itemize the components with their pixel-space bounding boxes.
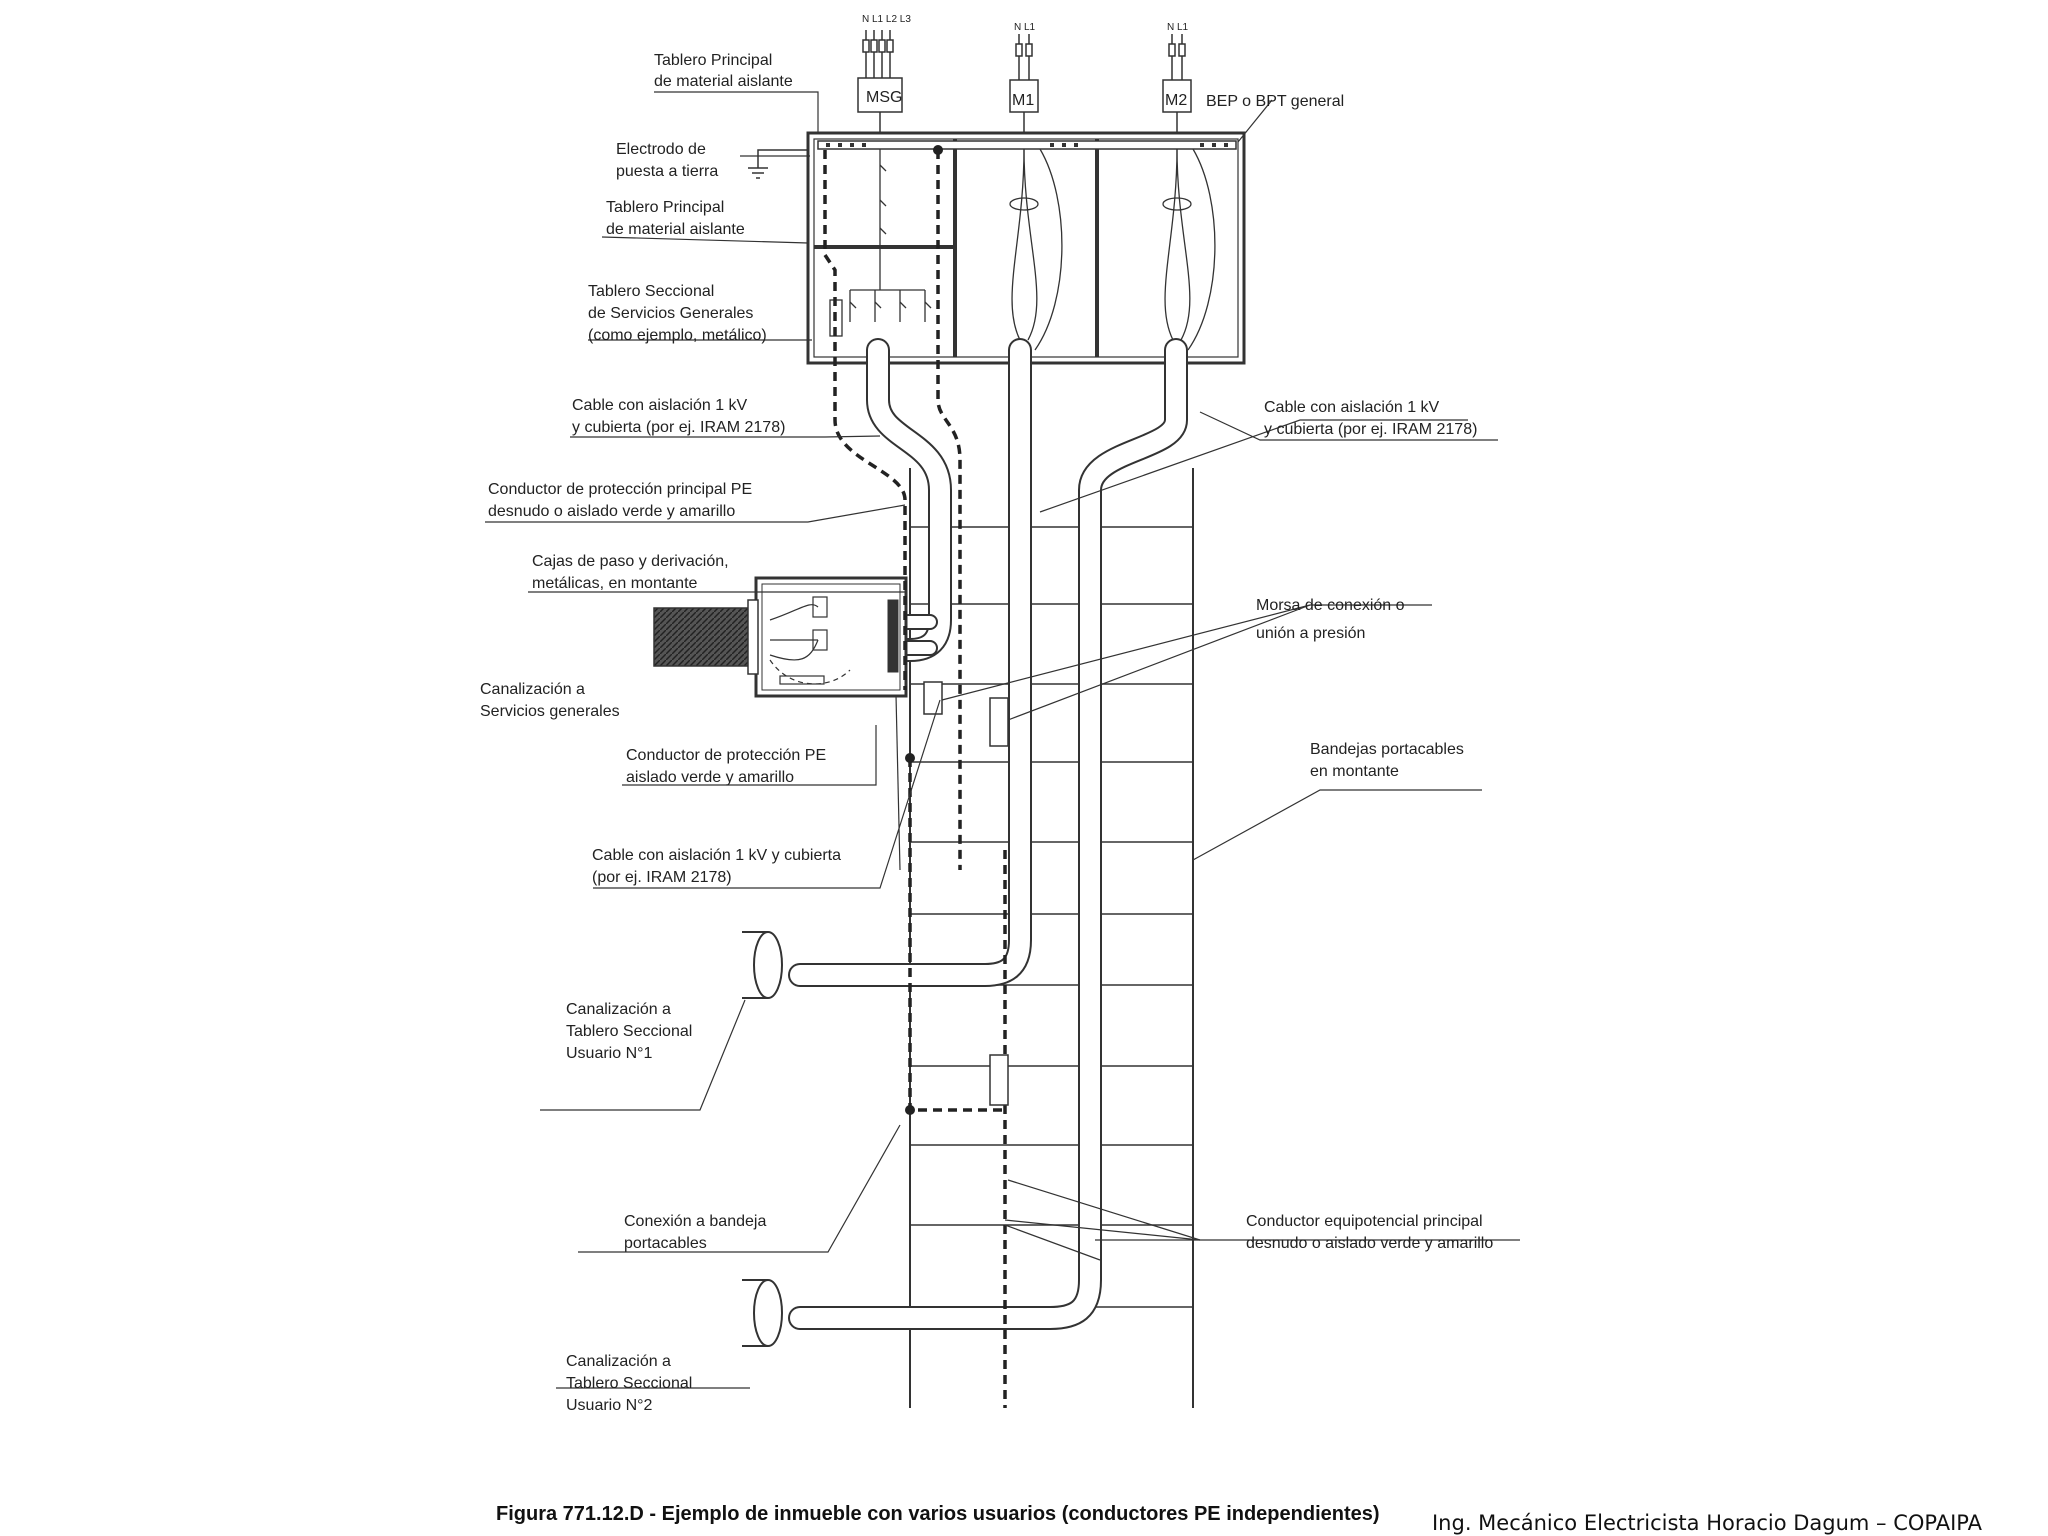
label-line: Canalización a — [566, 1353, 671, 1370]
junction-box — [754, 576, 908, 698]
leader-lines — [485, 91, 1520, 1389]
label-bep: BEP o BPT general — [1206, 93, 1344, 110]
label-line: desnudo o aislado verde y amarillo — [1246, 1235, 1493, 1252]
label-line: unión a presión — [1256, 625, 1365, 642]
label-line: (como ejemplo, metálico) — [588, 327, 767, 344]
label-tablero-principal-top: Tablero Principal de material aislante — [654, 52, 793, 90]
label-line: y cubierta (por ej. IRAM 2178) — [572, 419, 785, 436]
label-line: Tablero Seccional — [566, 1375, 692, 1392]
label-line: Tablero Principal — [606, 199, 724, 216]
user-conduits — [742, 931, 783, 1347]
label-line: desnudo o aislado verde y amarillo — [488, 503, 735, 520]
label-line: Electrodo de — [616, 141, 706, 158]
label-bandejas: Bandejas portacables en montante — [1310, 741, 1464, 780]
label-canalizacion-servicios: Canalización a Servicios generales — [480, 681, 620, 720]
label-line: Conexión a bandeja — [624, 1213, 766, 1230]
morsa-connectors — [923, 681, 1009, 1106]
label-line: Tablero Seccional — [588, 283, 714, 300]
phases-m1-label: N L1 — [1014, 22, 1036, 33]
label-line: portacables — [624, 1235, 707, 1252]
label-line: de material aislante — [606, 221, 745, 238]
panel-internals — [829, 148, 1216, 358]
label-line: de Servicios Generales — [588, 305, 753, 322]
label-line: (por ej. IRAM 2178) — [592, 869, 732, 886]
label-line: Conductor equipotencial principal — [1246, 1213, 1483, 1230]
meter-msg-label: MSG — [866, 89, 902, 106]
figure-caption: Figura 771.12.D - Ejemplo de inmueble co… — [496, 1503, 1380, 1525]
label-line: Conductor de protección principal PE — [488, 481, 752, 498]
main-panel — [806, 131, 1246, 365]
label-canalizacion-u2: Canalización a Tablero Seccional Usuario… — [566, 1353, 692, 1414]
services-conduit — [653, 607, 757, 667]
phases-msg-label: N L1 L2 L3 — [862, 14, 911, 25]
label-line: Tablero Seccional — [566, 1023, 692, 1040]
label-cable-right: Cable con aislación 1 kV y cubierta (por… — [1264, 399, 1477, 438]
footer-credit: Ing. Mecánico Electricista Horacio Dagum… — [1431, 1511, 1982, 1535]
meter-m2-label: M2 — [1165, 92, 1187, 109]
label-morsa: Morsa de conexión o unión a presión — [1256, 597, 1405, 642]
label-cable-left: Cable con aislación 1 kV y cubierta (por… — [572, 397, 785, 436]
label-line: Conductor de protección PE — [626, 747, 826, 764]
label-line: aislado verde y amarillo — [626, 769, 794, 786]
label-line: en montante — [1310, 763, 1399, 780]
label-line: Tablero Principal — [654, 52, 772, 69]
label-conductor-pe: Conductor de protección PE aislado verde… — [626, 747, 826, 786]
label-cable-bottom: Cable con aislación 1 kV y cubierta (por… — [592, 847, 841, 886]
label-conductor-pe-principal: Conductor de protección principal PE des… — [488, 481, 752, 520]
label-conductor-equipotencial: Conductor equipotencial principal desnud… — [1246, 1213, 1493, 1252]
label-line: Canalización a — [566, 1001, 671, 1018]
label-line: y cubierta (por ej. IRAM 2178) — [1264, 421, 1477, 438]
label-conexion-bandeja: Conexión a bandeja portacables — [624, 1213, 766, 1252]
label-line: puesta a tierra — [616, 163, 718, 180]
phases-m2-label: N L1 — [1167, 22, 1189, 33]
label-line: Cable con aislación 1 kV — [1264, 399, 1440, 416]
label-line: Usuario N°2 — [566, 1397, 653, 1414]
meters — [857, 30, 1192, 133]
label-tablero-principal-mid: Tablero Principal de material aislante — [606, 199, 745, 238]
label-tablero-seccional: Tablero Seccional de Servicios Generales… — [588, 283, 767, 344]
label-line: Canalización a — [480, 681, 585, 698]
label-cajas-paso: Cajas de paso y derivación, metálicas, e… — [532, 553, 729, 592]
connection-dots — [905, 145, 943, 1115]
label-line: Morsa de conexión o — [1256, 597, 1405, 614]
label-line: de material aislante — [654, 73, 793, 90]
conduit-flange — [747, 599, 759, 675]
label-line: Servicios generales — [480, 703, 620, 720]
label-line: metálicas, en montante — [532, 575, 698, 592]
label-line: Usuario N°1 — [566, 1045, 653, 1062]
label-line: Bandejas portacables — [1310, 741, 1464, 758]
cable-tray — [909, 468, 1194, 1408]
label-line: Cable con aislación 1 kV — [572, 397, 748, 414]
cables — [788, 338, 1188, 1330]
label-line: Cable con aislación 1 kV y cubierta — [592, 847, 841, 864]
label-canalizacion-u1: Canalización a Tablero Seccional Usuario… — [566, 1001, 692, 1062]
ground-electrode-icon — [748, 149, 808, 179]
label-line: Cajas de paso y derivación, — [532, 553, 729, 570]
label-electrodo: Electrodo de puesta a tierra — [616, 141, 718, 180]
meter-m1-label: M1 — [1012, 92, 1034, 109]
